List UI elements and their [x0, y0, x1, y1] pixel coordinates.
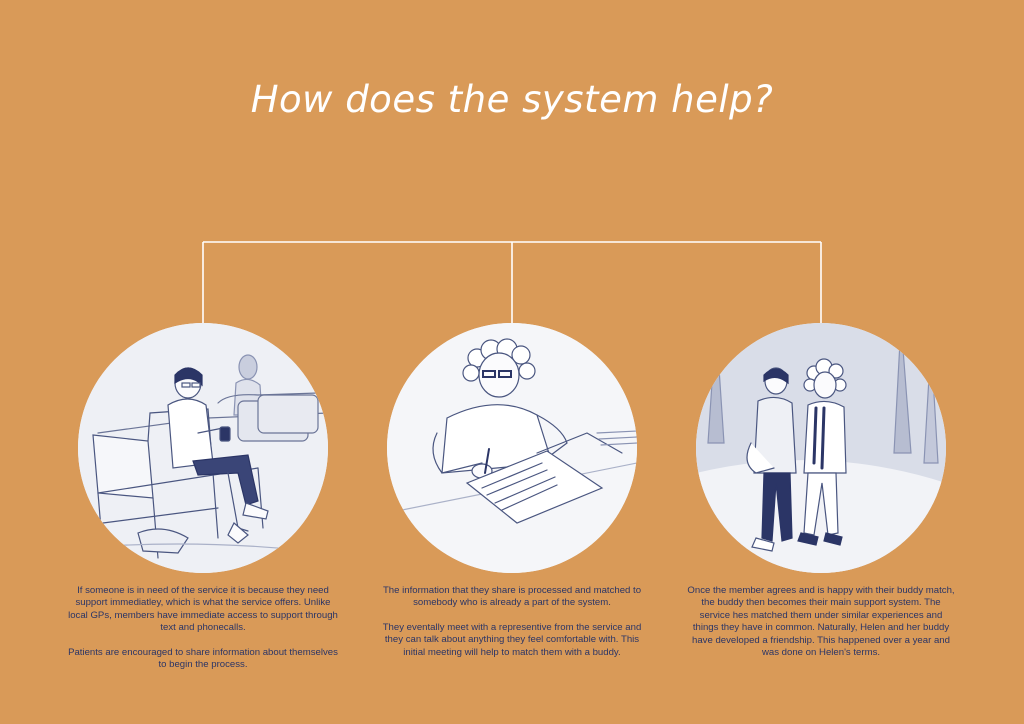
caption-paragraph: Patients are encouraged to share informa…	[68, 646, 338, 671]
caption-panel-2: The information that they share is proce…	[377, 585, 647, 671]
illustration-writing-at-desk	[387, 323, 637, 573]
illustration-two-friends-walking	[696, 323, 946, 573]
caption-panel-3: Once the member agrees and is happy with…	[686, 585, 956, 671]
caption-paragraph: They eventally meet with a representive …	[382, 621, 642, 658]
caption-paragraph: Once the member agrees and is happy with…	[687, 585, 955, 659]
illustration-waiting-room	[78, 323, 328, 573]
caption-paragraph: The information that they share is proce…	[382, 585, 642, 609]
page-title: How does the system help?	[250, 78, 774, 121]
caption-panel-1: If someone is in need of the service it …	[68, 585, 338, 683]
caption-paragraph: If someone is in need of the service it …	[68, 585, 338, 634]
